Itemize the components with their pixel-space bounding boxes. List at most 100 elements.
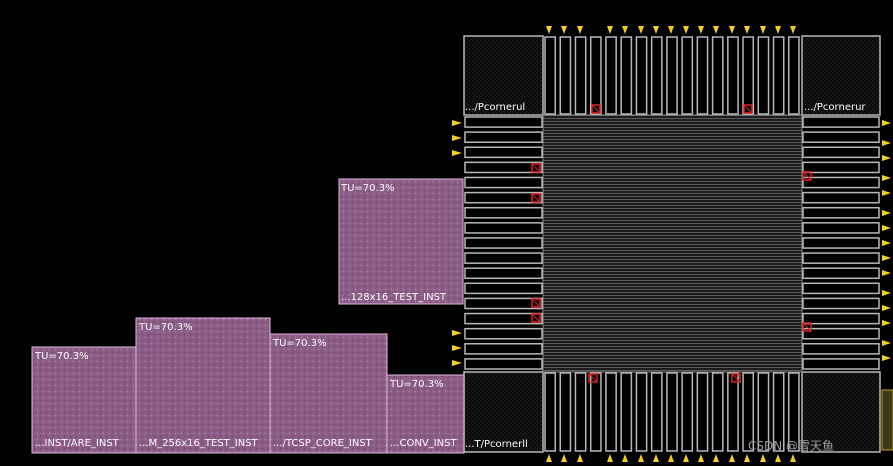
bottom-pin [607,454,613,462]
left-pad [464,358,543,370]
right-pin [882,120,891,126]
top-pad [711,36,724,115]
right-pin [882,190,891,196]
bottom-pad [742,372,755,452]
top-pad [681,36,694,115]
left-pad [464,161,543,174]
left-pad [464,191,543,204]
bottom-pin [683,454,689,462]
bottom-pad [620,372,633,452]
right-pad [802,252,880,264]
bottom-pin [744,454,750,462]
top-pin [622,26,628,34]
right-pad [802,191,880,204]
top-pad [666,36,678,115]
left-pin [452,135,462,141]
placement-marker-cross [732,374,740,382]
top-pin [713,26,719,34]
right-pin [882,155,891,161]
bottom-pin [546,454,552,462]
macro-block-tcsp-core [269,333,388,454]
right-pad [802,131,880,143]
right-pin [882,175,891,181]
placement-marker [743,104,753,114]
bottom-pad [559,372,572,452]
top-pin [744,26,750,34]
bottom-pad [589,372,602,452]
right-pad [802,206,880,219]
bottom-pin [638,454,644,462]
right-pin [882,255,891,261]
placement-marker-cross [803,323,811,331]
top-pad [772,36,785,115]
bottom-pin [790,454,796,462]
bottom-pad [727,372,739,452]
top-pad [605,36,617,115]
placement-marker-cross [744,105,752,113]
placement-marker [531,193,541,203]
bottom-pad [574,372,587,452]
right-pad [802,343,880,355]
core-area[interactable] [542,114,803,373]
left-pin [452,150,462,156]
edge-cell [881,389,893,451]
left-pin [452,360,462,366]
left-pin [452,345,462,351]
right-pin [882,140,891,146]
right-pad [802,146,880,159]
left-pad [464,343,543,355]
bottom-pin [713,454,719,462]
top-pad [788,36,800,115]
bottom-pin [775,454,781,462]
top-pad [589,36,602,115]
placement-marker [591,104,601,114]
right-pad [802,161,880,174]
top-pin [638,26,644,34]
corner-ur[interactable] [801,35,881,116]
top-pin [790,26,796,34]
corner-ul[interactable] [463,35,544,116]
left-pad [464,252,543,264]
bottom-pad [757,372,770,452]
bottom-pin [577,454,583,462]
bottom-pad [788,372,800,452]
right-pin [882,225,891,231]
left-pin [452,120,462,126]
bottom-pad [772,372,785,452]
bottom-pin [698,454,704,462]
right-pin [882,355,891,361]
macro-blocks [31,178,893,454]
left-pad [464,131,543,143]
right-pad [802,176,880,189]
bottom-pad [681,372,694,452]
left-pad [464,282,543,295]
placement-marker-cross [532,194,540,202]
top-pin [760,26,766,34]
right-pin [882,270,891,276]
corner-lr[interactable] [801,371,881,453]
bottom-pad [635,372,648,452]
placement-marker [731,373,741,383]
macro-block-128x16 [338,178,464,305]
top-pin [775,26,781,34]
left-pad [464,222,543,234]
placement-marker-cross [532,164,540,172]
io-pad-ring [464,36,880,452]
placement-markers [531,104,812,383]
top-pin [607,26,613,34]
left-pad [464,267,543,280]
left-pad [464,237,543,249]
bottom-pin [561,454,567,462]
top-pad [727,36,739,115]
placement-marker-cross [589,374,597,382]
corner-ll[interactable] [463,371,544,453]
left-pad [464,297,543,310]
placement-marker [802,171,812,181]
left-pad [464,206,543,219]
top-pad [742,36,755,115]
left-pad [464,327,543,340]
top-pin [729,26,735,34]
placement-marker [802,322,812,332]
right-pin [882,340,891,346]
